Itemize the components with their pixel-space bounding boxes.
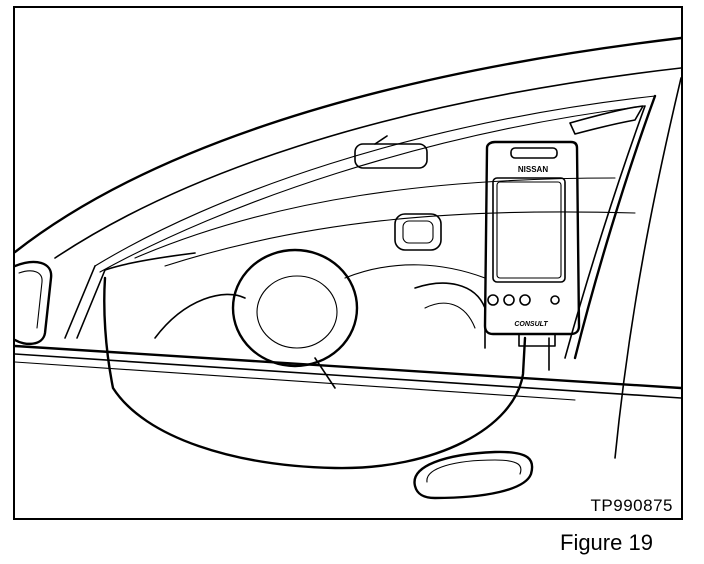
reference-code: TP990875 — [588, 496, 675, 516]
device-screen-inner — [496, 181, 562, 279]
consult-device: NISSAN CONSULT — [483, 140, 581, 347]
windshield-line — [134, 177, 616, 259]
door-handle-inner — [426, 459, 522, 483]
device-connector — [518, 333, 556, 347]
device-button-1 — [487, 294, 499, 306]
roof-line-inner — [54, 67, 681, 259]
rearview-mirror — [354, 143, 428, 169]
rear-frame — [614, 77, 681, 459]
side-mirror-inner — [18, 270, 43, 329]
door-beltline — [15, 344, 681, 390]
car-interior-illustration: NISSAN CONSULT — [15, 36, 681, 500]
steering-wheel-inner — [256, 275, 338, 349]
roof-line — [15, 36, 681, 254]
air-vent-inner — [402, 220, 434, 244]
door-beltline-3 — [15, 361, 576, 401]
b-pillar-inner — [564, 105, 646, 359]
rearview-mirror-stem — [374, 135, 388, 145]
door-frame-top-2 — [99, 105, 646, 273]
device-screen — [492, 177, 566, 283]
sun-visor — [569, 105, 644, 135]
device-brand-label: NISSAN — [518, 165, 548, 174]
instrument-cluster — [154, 293, 246, 339]
console-curve — [424, 302, 476, 329]
steering-wheel — [231, 248, 359, 368]
b-pillar — [573, 94, 657, 360]
door-frame-top — [94, 95, 656, 267]
device-button-4 — [550, 295, 560, 305]
device-body — [483, 140, 581, 336]
center-console — [414, 282, 486, 349]
a-pillar — [64, 265, 96, 339]
device-top-handle — [510, 147, 558, 159]
door-beltline-2 — [15, 353, 681, 399]
device-button-3 — [519, 294, 531, 306]
side-mirror — [15, 260, 53, 346]
dash-top — [164, 211, 636, 267]
device-cable — [103, 276, 527, 470]
door-handle — [413, 450, 534, 500]
air-vent — [394, 213, 442, 251]
a-pillar-2 — [76, 269, 106, 339]
device-footer-label: CONSULT — [514, 321, 548, 328]
figure-frame: NISSAN CONSULT TP990875 — [13, 6, 683, 520]
window-front-edge — [104, 252, 196, 271]
figure-caption: Figure 19 — [560, 530, 653, 555]
dash-curve — [344, 264, 486, 279]
device-button-2 — [503, 294, 515, 306]
